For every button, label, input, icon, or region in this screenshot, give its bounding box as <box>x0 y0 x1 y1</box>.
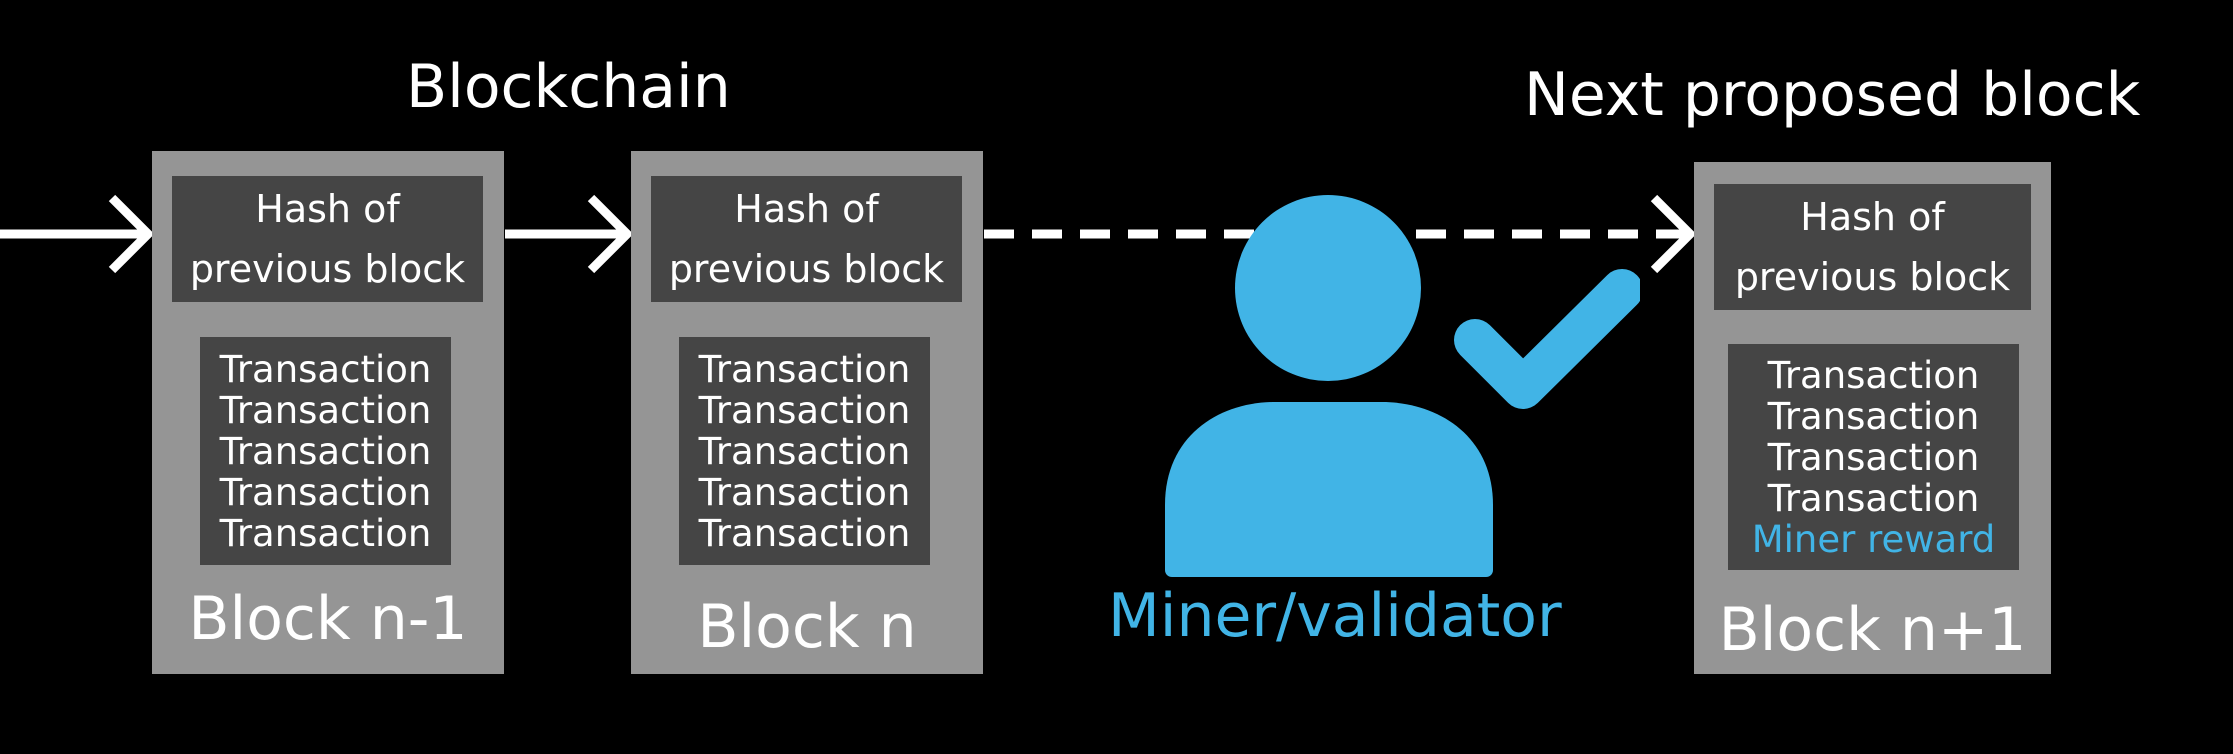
transaction-item: Transaction <box>698 347 911 391</box>
transaction-item: Transaction <box>1767 476 1980 520</box>
transaction-item: Transaction <box>1767 394 1980 438</box>
hash-line: Hash of <box>255 187 400 231</box>
block-n-plus-1: Hash of previous block Transaction Trans… <box>1694 162 2051 674</box>
transactions-box: Transaction Transaction Transaction Tran… <box>200 337 451 565</box>
block-label: Block n-1 <box>188 584 468 654</box>
transaction-item: Transaction <box>698 470 911 514</box>
transactions-box: Transaction Transaction Transaction Tran… <box>679 337 930 565</box>
miner-reward-item: Miner reward <box>1751 517 1996 561</box>
transaction-item: Transaction <box>219 347 432 391</box>
transaction-item: Transaction <box>698 511 911 555</box>
transaction-item: Transaction <box>698 429 911 473</box>
arrowhead-block-n-to-block-n-plus-1 <box>1650 194 1697 274</box>
heading-next-proposed-block: Next proposed block <box>1524 60 2141 130</box>
hash-line: previous block <box>668 247 945 291</box>
block-label: Block n <box>697 592 917 662</box>
transaction-item: Transaction <box>698 388 911 432</box>
transaction-item: Transaction <box>219 429 432 473</box>
hash-line: previous block <box>189 247 466 291</box>
heading-blockchain: Blockchain <box>406 52 731 122</box>
hash-line: Hash of <box>1800 195 1945 239</box>
block-n-minus-1: Hash of previous block Transaction Trans… <box>152 151 504 674</box>
transaction-item: Transaction <box>219 470 432 514</box>
transaction-item: Transaction <box>219 511 432 555</box>
transaction-item: Transaction <box>1767 435 1980 479</box>
miner-validator-label: Miner/validator <box>1108 581 1562 651</box>
transaction-item: Transaction <box>1767 353 1980 397</box>
transaction-item: Transaction <box>219 388 432 432</box>
block-n: Hash of previous block Transaction Trans… <box>631 151 983 674</box>
hash-line: Hash of <box>734 187 879 231</box>
hash-line: previous block <box>1734 255 2011 299</box>
arrowhead-block-n-1-to-block-n <box>587 194 634 274</box>
block-label: Block n+1 <box>1718 595 2027 665</box>
user-check-icon <box>1165 195 1640 577</box>
hash-box: Hash of previous block <box>1714 184 2031 310</box>
hash-box: Hash of previous block <box>651 176 962 302</box>
transactions-box: Transaction Transaction Transaction Tran… <box>1728 344 2019 570</box>
arrowhead-into-block-n-1 <box>108 194 155 274</box>
hash-box: Hash of previous block <box>172 176 483 302</box>
